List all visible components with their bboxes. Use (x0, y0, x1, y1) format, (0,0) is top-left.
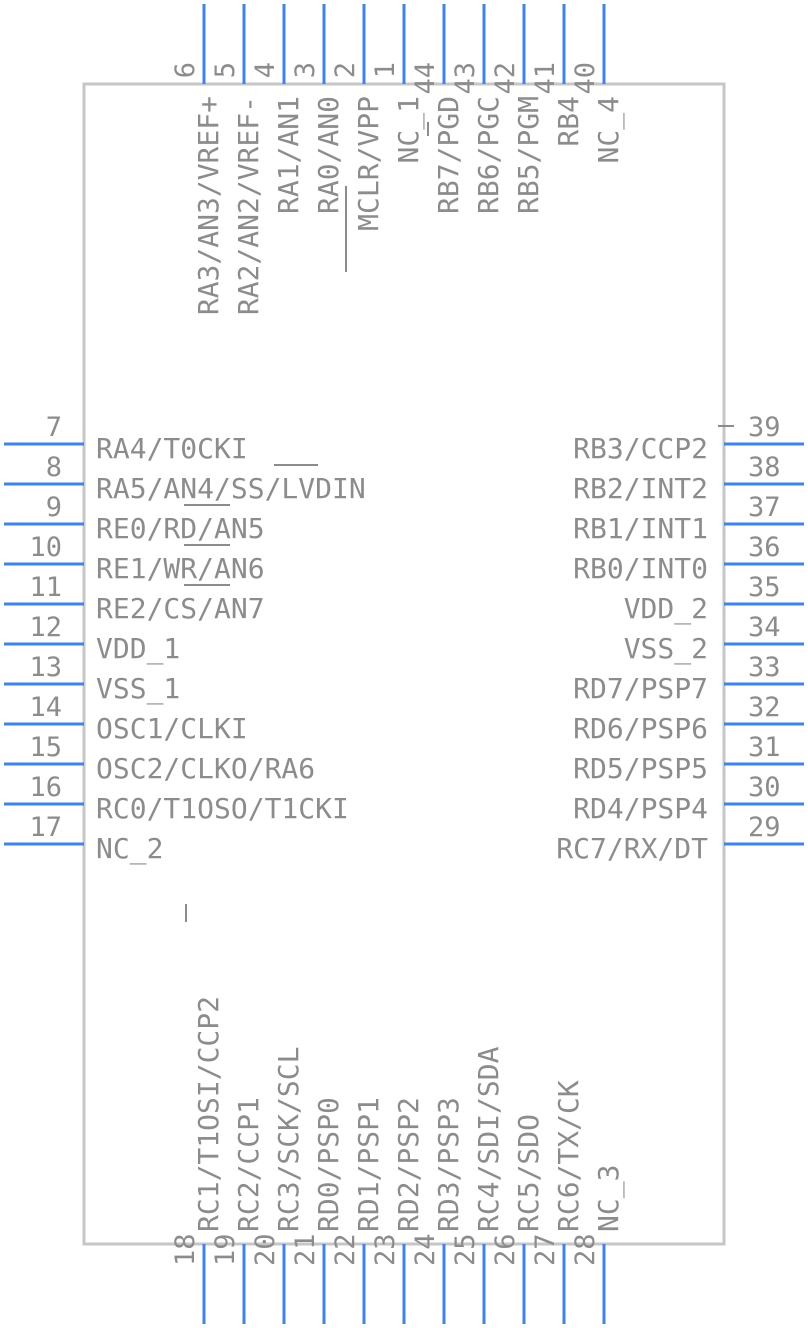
pin-number-13: 13 (29, 652, 62, 683)
pin-number-28: 28 (570, 1233, 601, 1266)
pin-label-8: RA5/AN4/SS/LVDIN (96, 472, 366, 505)
pin-number-1: 1 (370, 62, 401, 78)
pin-number-39: 39 (748, 412, 781, 443)
pin-label-36: RB0/INT0 (573, 552, 708, 585)
pin-number-11: 11 (29, 572, 62, 603)
pin-label-34: VSS_2 (624, 632, 708, 666)
pin-number-32: 32 (748, 692, 781, 723)
pin-number-44: 44 (410, 62, 441, 95)
pin-number-22: 22 (330, 1233, 361, 1266)
pin-label-30: RD4/PSP4 (573, 792, 708, 825)
pin-number-20: 20 (250, 1233, 281, 1266)
pin-label-7: RA4/T0CKI (96, 432, 248, 465)
pin-number-3: 3 (290, 62, 321, 78)
pin-number-2: 2 (330, 62, 361, 78)
pin-label-1: NC_1 (392, 96, 426, 163)
pin-number-23: 23 (370, 1233, 401, 1266)
pin-label-9: RE0/RD/AN5 (96, 512, 265, 545)
pin-number-15: 15 (29, 732, 62, 763)
pin-number-4: 4 (250, 62, 281, 78)
pin-number-7: 7 (46, 412, 62, 443)
pin-number-38: 38 (748, 452, 781, 483)
pin-label-35: VDD_2 (624, 592, 708, 626)
pin-label-28: NC_3 (592, 1165, 626, 1232)
pin-label-4: RA1/AN1 (272, 96, 305, 214)
pin-label-39: RB3/CCP2 (573, 432, 708, 465)
pin-number-19: 19 (210, 1233, 241, 1266)
pin-label-17: NC_2 (96, 832, 163, 866)
pin-label-44: RB7/PGD (432, 96, 465, 214)
pin-label-5: RA2/AN2/VREF- (232, 96, 265, 315)
pin-label-33: RD7/PSP7 (573, 672, 708, 705)
pin-number-10: 10 (29, 532, 62, 563)
pin-label-16: RC0/T1OSO/T1CKI (96, 792, 349, 825)
pin-label-37: RB1/INT1 (573, 512, 708, 545)
pin-number-14: 14 (29, 692, 62, 723)
pin-label-38: RB2/INT2 (573, 472, 708, 505)
pin-number-43: 43 (450, 62, 481, 95)
pin-label-20: RC3/SCK/SCL (272, 1047, 305, 1232)
pin-number-36: 36 (748, 532, 781, 563)
pin-label-3: RA0/AN0 (312, 96, 345, 214)
pin-number-24: 24 (410, 1233, 441, 1266)
pin-label-11: RE2/CS/AN7 (96, 592, 265, 625)
pin-label-31: RD5/PSP5 (573, 752, 708, 785)
pin-number-5: 5 (210, 62, 241, 78)
pin-label-42: RB5/PGM (512, 96, 545, 214)
pin-label-40: NC_4 (592, 96, 626, 163)
pin-label-25: RC4/SDI/SDA (472, 1046, 505, 1232)
pin-number-41: 41 (530, 62, 561, 95)
pin-number-29: 29 (748, 812, 781, 843)
overbar-marks (184, 122, 734, 922)
pin-label-23: RD2/PSP2 (392, 1097, 425, 1232)
pin-number-16: 16 (29, 772, 62, 803)
pin-label-43: RB6/PGC (472, 96, 505, 214)
pin-label-13: VSS_1 (96, 672, 180, 706)
pin-label-2: MCLR/VPP (352, 96, 385, 231)
pin-number-27: 27 (530, 1233, 561, 1266)
pin-number-21: 21 (290, 1233, 321, 1266)
pin-label-18: RC1/T1OSI/CCP2 (192, 996, 225, 1232)
pin-label-12: VDD_1 (96, 632, 180, 666)
pin-number-33: 33 (748, 652, 781, 683)
pin-number-26: 26 (490, 1233, 521, 1266)
pin-number-6: 6 (170, 62, 201, 78)
pin-number-12: 12 (29, 612, 62, 643)
pin-label-14: OSC1/CLKI (96, 712, 248, 745)
pin-label-41: RB4 (552, 96, 585, 147)
pin-number-37: 37 (748, 492, 781, 523)
pin-label-22: RD1/PSP1 (352, 1097, 385, 1232)
pin-label-19: RC2/CCP1 (232, 1097, 265, 1232)
pin-number-31: 31 (748, 732, 781, 763)
pin-number-17: 17 (29, 812, 62, 843)
pin-number-18: 18 (170, 1233, 201, 1266)
pin-number-42: 42 (490, 62, 521, 95)
pin-number-40: 40 (570, 62, 601, 95)
pin-label-10: RE1/WR/AN6 (96, 552, 265, 585)
pin-number-30: 30 (748, 772, 781, 803)
pin-label-24: RD3/PSP3 (432, 1097, 465, 1232)
pin-number-34: 34 (748, 612, 781, 643)
pin-label-27: RC6/TX/CK (552, 1080, 585, 1232)
pin-label-21: RD0/PSP0 (312, 1097, 345, 1232)
pin-number-35: 35 (748, 572, 781, 603)
pin-number-9: 9 (46, 492, 62, 523)
pin-number-8: 8 (46, 452, 62, 483)
pin-label-26: RC5/SDO (512, 1114, 545, 1232)
pin-label-6: RA3/AN3/VREF+ (192, 96, 225, 315)
pin-number-25: 25 (450, 1233, 481, 1266)
pin-label-32: RD6/PSP6 (573, 712, 708, 745)
pin-label-15: OSC2/CLKO/RA6 (96, 752, 315, 785)
pin-label-29: RC7/RX/DT (556, 832, 708, 865)
